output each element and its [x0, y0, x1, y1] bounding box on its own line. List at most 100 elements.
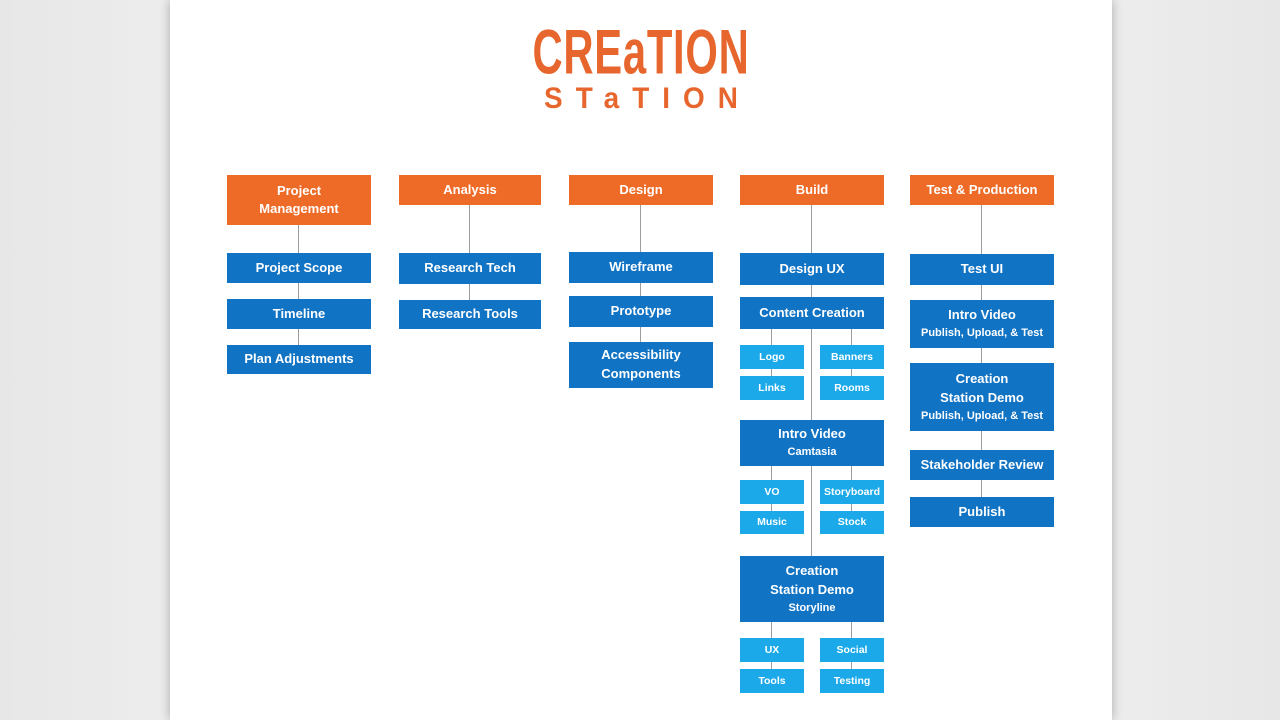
node-label: Content Creation	[759, 304, 865, 320]
connector	[851, 622, 852, 638]
node-label: UX	[764, 643, 780, 656]
node-stock: Stock	[820, 511, 884, 534]
connector	[298, 329, 299, 345]
node-social: Social	[820, 638, 884, 662]
node-sublabel: Storyline	[788, 601, 836, 614]
node-label: Design UX	[779, 260, 845, 276]
connector	[981, 348, 982, 363]
connector	[771, 466, 772, 480]
brand-logo-line1: CREaTION	[532, 17, 750, 88]
node-wireframe: Wireframe	[569, 252, 713, 283]
connector	[851, 329, 852, 345]
connector	[981, 480, 982, 497]
node-sublabel: Publish, Upload, & Test	[920, 327, 1044, 340]
node-timeline: Timeline	[227, 299, 371, 329]
node-creation-station-demo-storyline: Creation Station Demo Storyline	[740, 556, 884, 622]
connector	[640, 327, 641, 342]
node-label: Accessibility Components	[601, 347, 681, 381]
node-research-tools: Research Tools	[399, 300, 541, 329]
connector	[771, 662, 772, 669]
node-label: Intro Video	[778, 426, 846, 442]
connector	[771, 369, 772, 376]
node-links: Links	[740, 376, 804, 400]
connector	[298, 225, 299, 253]
column-header-design: Design	[569, 175, 713, 205]
connector	[640, 205, 641, 252]
document-page: CREaTION STaTION	[170, 0, 1112, 720]
node-rooms: Rooms	[820, 376, 884, 400]
node-label: Project Scope	[255, 259, 343, 275]
brand-logo: CREaTION STaTION	[170, 17, 1112, 115]
column-header-label: Analysis	[443, 181, 497, 197]
node-publish: Publish	[910, 497, 1054, 527]
node-label: Publish	[958, 503, 1006, 519]
node-label: Intro Video	[948, 307, 1016, 323]
node-sublabel: Camtasia	[787, 446, 837, 459]
node-stakeholder-review: Stakeholder Review	[910, 450, 1054, 480]
node-label: Timeline	[272, 305, 326, 321]
node-label: Testing	[833, 674, 871, 687]
node-content-creation: Content Creation	[740, 297, 884, 329]
node-label: Plan Adjustments	[244, 351, 354, 367]
node-label: Creation Station Demo	[940, 370, 1024, 405]
node-intro-video-camtasia: Intro Video Camtasia	[740, 420, 884, 466]
connector	[469, 284, 470, 300]
node-label: Test UI	[960, 261, 1004, 277]
column-header-project-management: Project Management	[227, 175, 371, 225]
connector	[811, 285, 812, 297]
connector	[811, 329, 812, 420]
connector	[851, 662, 852, 669]
node-label: Banners	[830, 350, 873, 363]
column-header-label: Project Management	[259, 182, 339, 216]
connector	[771, 504, 772, 511]
connector	[981, 285, 982, 300]
connector	[640, 283, 641, 296]
column-header-label: Test & Production	[926, 181, 1038, 197]
node-label: Rooms	[834, 381, 870, 394]
node-test-ui: Test UI	[910, 254, 1054, 285]
column-header-label: Design	[619, 181, 663, 197]
connector	[469, 205, 470, 253]
node-sublabel: Publish, Upload, & Test	[920, 409, 1044, 422]
node-prototype: Prototype	[569, 296, 713, 327]
brand-logo-line2: STaTION	[544, 82, 751, 115]
node-logo: Logo	[740, 345, 804, 369]
node-project-scope: Project Scope	[227, 253, 371, 283]
connector	[851, 466, 852, 480]
node-vo: VO	[740, 480, 804, 504]
connector	[851, 369, 852, 376]
connector	[851, 504, 852, 511]
node-label: Stakeholder Review	[920, 456, 1044, 472]
node-plan-adjustments: Plan Adjustments	[227, 345, 371, 374]
connector	[811, 205, 812, 253]
node-label: VO	[764, 485, 780, 498]
node-label: Research Tech	[424, 260, 516, 276]
node-ux: UX	[740, 638, 804, 662]
node-label: Creation Station Demo	[770, 562, 854, 597]
node-music: Music	[740, 511, 804, 534]
node-intro-video-publish: Intro Video Publish, Upload, & Test	[910, 300, 1054, 348]
connector	[981, 431, 982, 450]
node-storyboard: Storyboard	[820, 480, 884, 504]
node-design-ux: Design UX	[740, 253, 884, 285]
node-accessibility-components: Accessibility Components	[569, 342, 713, 388]
node-label: Links	[758, 381, 786, 394]
node-label: Tools	[758, 674, 786, 687]
node-research-tech: Research Tech	[399, 253, 541, 284]
connector	[298, 283, 299, 299]
node-label: Logo	[759, 350, 785, 363]
node-label: Wireframe	[609, 259, 673, 275]
node-testing: Testing	[820, 669, 884, 693]
node-label: Research Tools	[422, 306, 518, 322]
node-label: Prototype	[610, 303, 672, 319]
node-label: Social	[836, 643, 868, 656]
node-label: Stock	[837, 516, 867, 529]
connector	[811, 466, 812, 556]
column-header-test-production: Test & Production	[910, 175, 1054, 205]
node-tools: Tools	[740, 669, 804, 693]
node-banners: Banners	[820, 345, 884, 369]
node-label: Storyboard	[823, 485, 880, 498]
node-creation-station-demo-publish: Creation Station Demo Publish, Upload, &…	[910, 363, 1054, 431]
connector	[981, 205, 982, 254]
